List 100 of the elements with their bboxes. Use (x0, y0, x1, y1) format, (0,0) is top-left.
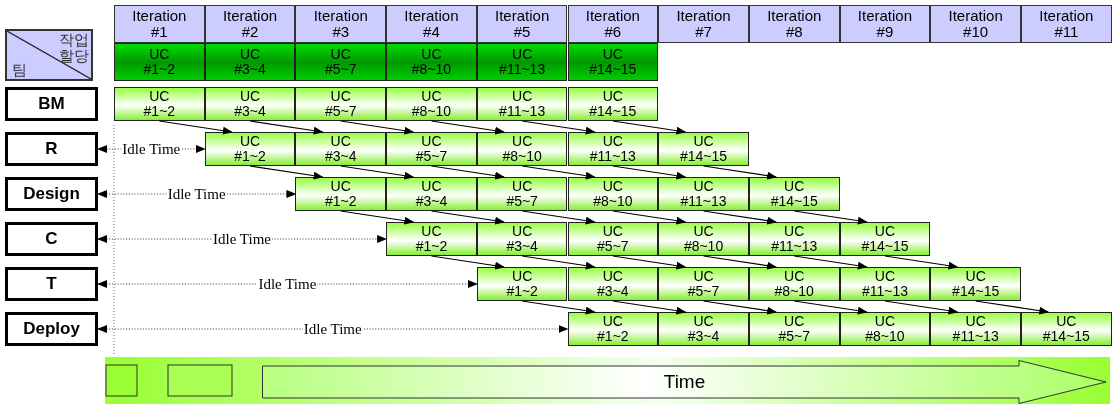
arrow (521, 120, 596, 135)
task-box (386, 87, 477, 121)
task-box (567, 132, 659, 166)
task-box (386, 222, 477, 256)
arrow (702, 300, 778, 315)
time-arrow (262, 360, 1107, 404)
task-label: UC #14~15 (589, 89, 637, 119)
task-box (839, 312, 931, 346)
task-box (930, 267, 1021, 301)
task-box (476, 177, 568, 211)
task-box (567, 267, 659, 301)
iteration-label: Iteration #7 (676, 8, 731, 40)
task-box (658, 312, 749, 346)
task-box (295, 87, 387, 121)
task-box (658, 132, 749, 166)
task-label: UC #8~10 (411, 89, 452, 119)
iteration-label: Iteration #3 (313, 8, 368, 40)
iteration-label: Iteration #1 (132, 8, 187, 40)
use-case-label: UC #11~13 (499, 47, 546, 77)
iteration-header (839, 5, 931, 43)
team-label: BM (38, 95, 65, 113)
task-label: UC #1~2 (324, 179, 357, 209)
arrow (340, 165, 415, 180)
time-label: Time (663, 372, 706, 392)
use-case-label: UC #8~10 (411, 47, 452, 77)
team-label: Design (23, 185, 80, 203)
task-label: UC #14~15 (680, 134, 728, 164)
arrow (521, 210, 596, 225)
team-label: C (45, 230, 58, 248)
edge-label: Idle Time (257, 276, 318, 292)
team-box (5, 267, 98, 301)
use-case-label: UC #14~15 (589, 47, 637, 77)
task-box (204, 87, 296, 121)
task-box (204, 132, 296, 166)
task-label: UC #11~13 (861, 269, 908, 299)
arrow (430, 210, 505, 225)
team-box (5, 87, 98, 121)
task-label: UC #5~7 (687, 269, 720, 299)
arrow (521, 165, 596, 180)
edge-label: Idle Time (302, 321, 363, 337)
task-box (839, 222, 931, 256)
iteration-label: Iteration #6 (585, 8, 640, 40)
iteration-label: Iteration #11 (1039, 8, 1094, 40)
task-label: UC #5~7 (506, 179, 538, 209)
use-case-header (204, 43, 296, 81)
task-label: UC #3~4 (415, 179, 448, 209)
team-label: R (45, 140, 58, 158)
iteration-header (567, 5, 659, 43)
arrow (793, 300, 868, 315)
task-box (476, 222, 568, 256)
dotted-arrow (97, 325, 569, 333)
task-label: UC #11~13 (499, 89, 546, 119)
task-box (658, 222, 749, 256)
dotted-arrow (97, 145, 206, 153)
arrow (702, 255, 778, 270)
iteration-header (748, 5, 840, 43)
task-box (567, 87, 659, 121)
task-box (295, 177, 387, 211)
use-case-label: UC #5~7 (324, 47, 357, 77)
task-label: UC #8~10 (683, 224, 724, 254)
use-case-header (476, 43, 568, 81)
row-header-label: 팀 (12, 62, 27, 78)
use-case-header (386, 43, 477, 81)
task-box (567, 312, 659, 346)
arrow (702, 210, 778, 225)
iteration-label: Iteration #2 (222, 8, 278, 40)
arrow (702, 165, 778, 180)
task-label: UC #8~10 (593, 179, 633, 209)
arrow (249, 120, 324, 135)
use-case-header (567, 43, 659, 81)
arrow (884, 255, 959, 270)
arrow (612, 210, 687, 225)
dotted-arrow (97, 235, 388, 243)
task-box (476, 87, 568, 121)
task-label: UC #11~13 (589, 134, 636, 164)
iteration-header (114, 5, 205, 43)
task-label: UC #5~7 (597, 224, 629, 254)
task-label: UC #1~2 (143, 89, 176, 119)
task-label: UC #5~7 (324, 89, 357, 119)
team-box (5, 312, 98, 346)
arrow (612, 165, 687, 180)
task-label: UC #3~4 (687, 314, 720, 344)
iteration-header (658, 5, 749, 43)
iteration-label: Iteration #8 (767, 8, 822, 40)
iteration-label: Iteration #10 (948, 8, 1003, 40)
team-label: T (46, 275, 57, 293)
task-box (658, 267, 749, 301)
use-case-header (295, 43, 387, 81)
arrow (430, 120, 505, 135)
task-box (930, 312, 1021, 346)
task-label: UC #14~15 (861, 224, 909, 254)
task-box (567, 177, 659, 211)
team-box (5, 177, 98, 211)
arrow (793, 210, 868, 225)
task-label: UC #14~15 (952, 269, 1000, 299)
task-label: UC #14~15 (1042, 314, 1090, 344)
arrow (612, 300, 687, 315)
task-label: UC #8~10 (502, 134, 542, 164)
task-label: UC #5~7 (778, 314, 810, 344)
iteration-header (476, 5, 568, 43)
